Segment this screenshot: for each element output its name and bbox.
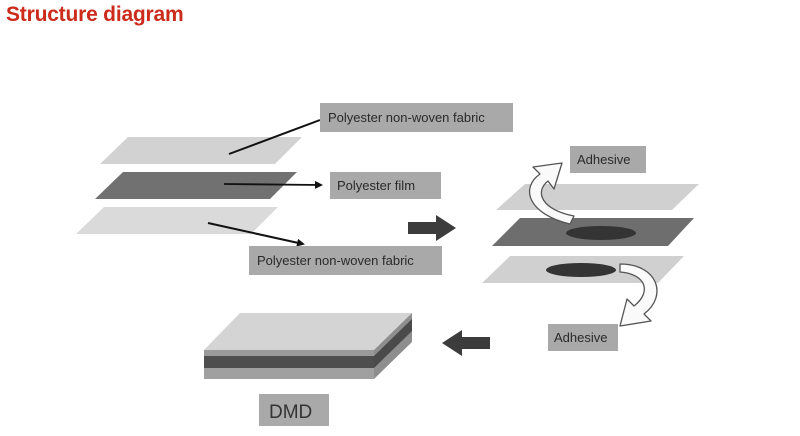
curved-arrow-up-icon xyxy=(529,162,575,225)
top-fabric-label-box xyxy=(320,103,513,132)
adhesive-bottom-label: Adhesive xyxy=(554,330,607,345)
dmd-front-bottom-layer xyxy=(204,368,374,379)
dmd-front-film-layer xyxy=(204,356,374,368)
dmd-label: DMD xyxy=(269,402,312,423)
bottom-fabric-label-box xyxy=(249,246,442,275)
curved-arrow-down-icon xyxy=(619,263,658,327)
dmd-top-face xyxy=(204,313,412,350)
adhesive-top-label-box xyxy=(570,146,646,173)
film-leader xyxy=(223,180,323,189)
adhesive-top-label: Adhesive xyxy=(577,152,630,167)
block-arrow-left-icon xyxy=(442,330,490,356)
dmd-side-film-stripe xyxy=(374,319,412,368)
bottom-fabric-label: Polyester non-woven fabric xyxy=(257,253,414,268)
page-title: Structure diagram xyxy=(6,3,184,26)
adhesive-bottom-label-box xyxy=(548,324,618,351)
adhesive-spot-top xyxy=(566,226,636,240)
film-label: Polyester film xyxy=(337,178,415,193)
top-fabric-layer xyxy=(100,137,302,164)
bottom-fabric-leader xyxy=(207,222,305,247)
film-label-box xyxy=(330,172,441,199)
block-arrow-right-icon xyxy=(408,215,456,241)
bottom-fabric-layer xyxy=(76,207,278,234)
film-layer xyxy=(95,172,297,199)
dmd-label-box xyxy=(259,394,329,426)
top-fabric-leader xyxy=(228,119,321,155)
right-top-fabric-layer xyxy=(496,184,699,210)
top-fabric-label: Polyester non-woven fabric xyxy=(328,110,485,125)
dmd-front-top-layer xyxy=(204,350,374,356)
adhesive-spot-bottom xyxy=(546,263,616,277)
